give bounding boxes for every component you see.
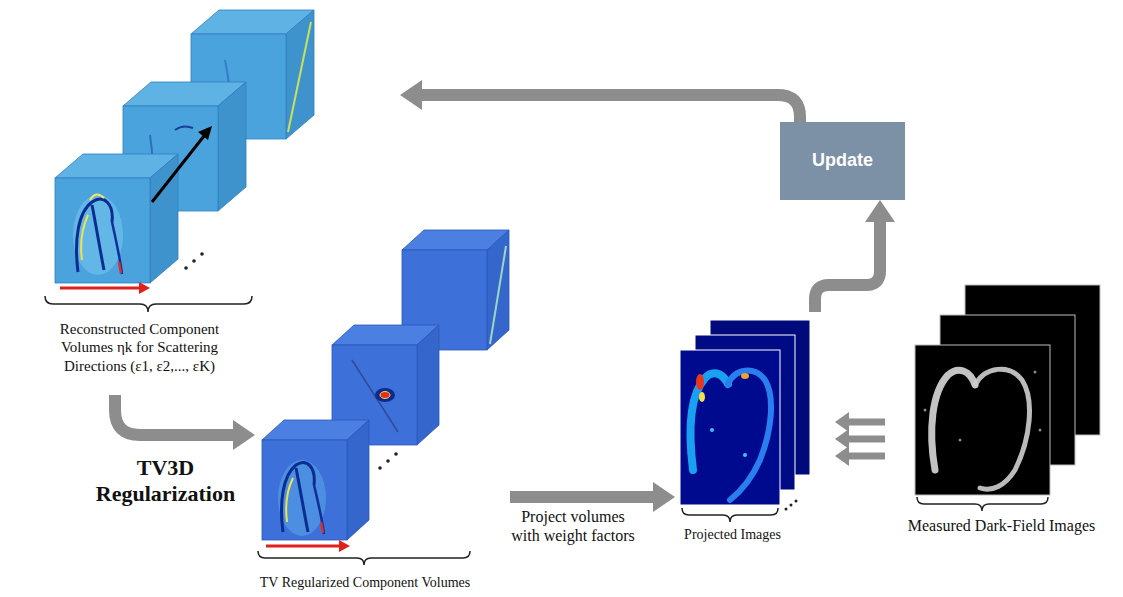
cube-side-face xyxy=(417,325,439,445)
image-feature xyxy=(959,439,962,442)
ellipsis-dot xyxy=(184,266,188,270)
arrowhead xyxy=(835,446,849,466)
connector xyxy=(510,482,675,512)
connector xyxy=(115,395,255,450)
connector xyxy=(815,200,895,312)
image-feature xyxy=(743,453,747,457)
image-feature xyxy=(924,409,927,412)
connector xyxy=(835,446,885,466)
ellipsis-dot xyxy=(192,259,196,263)
image-stack: Projected Images xyxy=(675,312,835,548)
image-feature xyxy=(710,428,714,432)
arrowhead xyxy=(400,80,422,110)
image-feature xyxy=(932,370,975,470)
volume-feature xyxy=(380,392,390,399)
image-feature xyxy=(975,369,1029,489)
image-stack: TV Regularized Component Volumes xyxy=(255,228,510,595)
ellipsis-dot xyxy=(785,508,788,511)
curly-bracket xyxy=(45,296,252,312)
caption: Measured Dark-Field Images xyxy=(885,516,1118,536)
volume-feature xyxy=(81,215,88,260)
cube-side-face xyxy=(218,82,246,211)
cube-side-face xyxy=(347,420,369,540)
curly-bracket xyxy=(682,508,778,522)
connector-line xyxy=(421,95,800,122)
curly-bracket xyxy=(917,497,1048,511)
arrowhead xyxy=(653,482,675,512)
arrowhead xyxy=(835,429,849,449)
direction-arrow xyxy=(266,545,340,548)
image-feature xyxy=(728,371,771,500)
ellipsis-dot xyxy=(386,459,390,463)
process-box: Update xyxy=(780,122,905,200)
connector-line xyxy=(848,419,885,426)
dark-field-image xyxy=(915,345,1050,495)
caption: TV Regularized Component Volumes xyxy=(255,574,475,591)
volume-feature xyxy=(90,194,104,200)
connector-line xyxy=(115,395,234,435)
arrowhead xyxy=(233,420,255,450)
connector-line xyxy=(848,436,885,443)
ellipsis-dot xyxy=(795,500,798,503)
connector-line xyxy=(510,491,654,503)
volume-feature xyxy=(278,460,326,536)
image-stack: Measured Dark-Field Images xyxy=(885,280,1118,542)
image-stack: Reconstructed Component Volumes ηk for S… xyxy=(5,5,400,395)
volume-feature xyxy=(321,522,323,533)
image-feature xyxy=(1039,429,1042,432)
cube-side-face xyxy=(487,230,509,350)
image-feature xyxy=(741,373,749,379)
image-feature xyxy=(696,374,704,390)
volume-feature xyxy=(288,22,311,132)
ellipsis-dot xyxy=(200,252,204,256)
volume-feature xyxy=(490,246,506,344)
edge-label: TV3D Regularization xyxy=(83,455,248,508)
volume-feature xyxy=(92,205,104,270)
connector-line xyxy=(848,453,885,460)
volume-feature xyxy=(112,222,122,274)
cube-side-face xyxy=(286,10,314,139)
caption: Reconstructed Component Volumes ηk for S… xyxy=(37,320,242,375)
cube-front-face xyxy=(55,178,150,283)
image-feature xyxy=(699,392,705,402)
image-feature xyxy=(691,373,728,470)
volume-feature xyxy=(119,262,121,273)
arrowhead xyxy=(835,412,849,432)
ellipsis-dot xyxy=(790,504,793,507)
direction-arrow xyxy=(60,287,140,290)
connector-line xyxy=(815,221,880,312)
volume-feature xyxy=(286,478,293,522)
direction-arrowhead xyxy=(139,282,150,294)
ellipsis-dot xyxy=(378,466,382,470)
curly-bracket xyxy=(258,551,470,565)
direction-arrow xyxy=(152,136,204,202)
volume-feature xyxy=(175,126,193,130)
direction-arrowhead xyxy=(198,126,212,140)
connector xyxy=(835,412,885,432)
image-feature xyxy=(1034,371,1037,374)
volume-feature xyxy=(77,199,113,272)
direction-arrowhead xyxy=(339,540,350,552)
projected-image xyxy=(680,350,780,505)
cube-front-face xyxy=(262,440,347,540)
caption: Projected Images xyxy=(675,526,790,543)
volume-feature xyxy=(296,468,308,532)
volume-feature xyxy=(375,388,395,402)
edge-label: Project volumes with weight factors xyxy=(508,507,638,545)
ellipsis-dot xyxy=(394,452,398,456)
box-label: Update xyxy=(812,150,873,172)
volume-feature xyxy=(282,463,315,532)
volume-feature xyxy=(73,195,123,275)
connector xyxy=(835,429,885,449)
arrowhead xyxy=(865,200,895,222)
connector xyxy=(400,80,800,122)
volume-feature xyxy=(314,485,324,534)
